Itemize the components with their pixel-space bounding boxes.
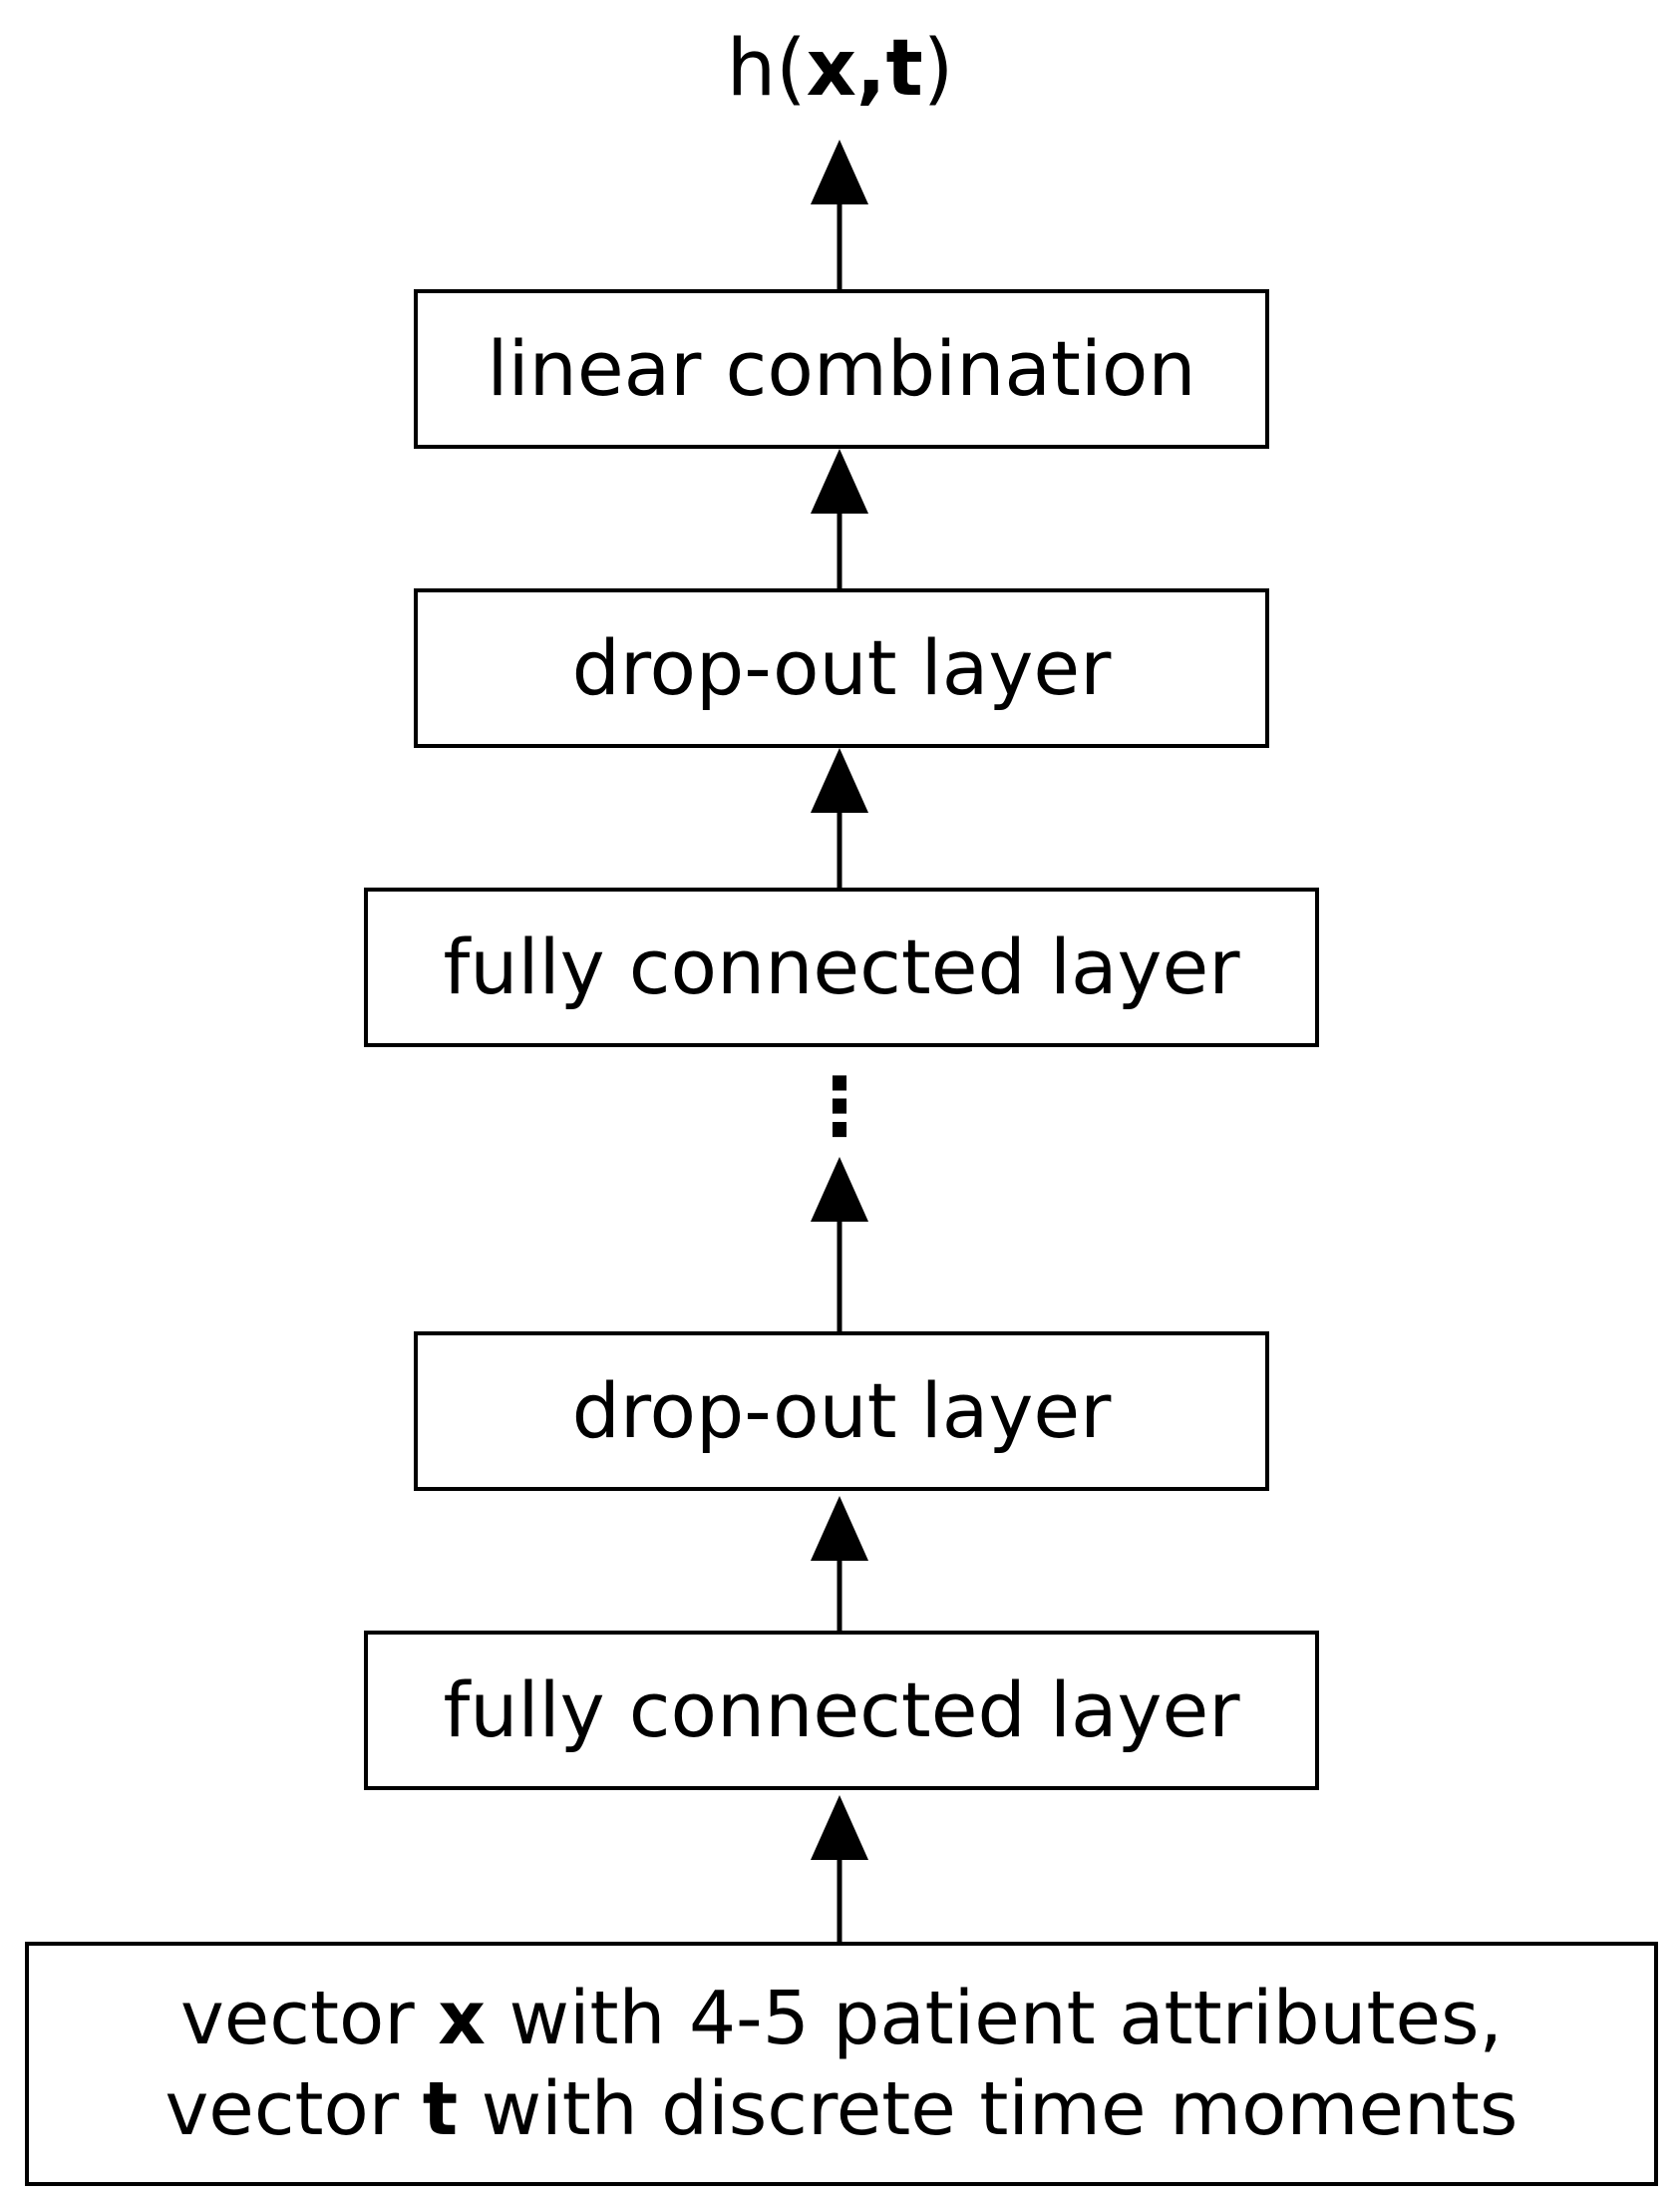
- output-prefix: h(: [726, 24, 807, 114]
- input-line1-pre: vector: [179, 1976, 439, 2062]
- ellipsis-glyph: ⋮: [800, 1060, 879, 1153]
- output-suffix: ): [922, 24, 954, 114]
- arrowhead-to-dropout-top: [811, 748, 868, 813]
- fully-connected-layer-top-box: fully connected layer: [364, 888, 1319, 1047]
- dropout-layer-top-label: drop-out layer: [571, 623, 1112, 712]
- input-line2-post: with discrete time moments: [458, 2065, 1518, 2152]
- fully-connected-layer-bottom-box: fully connected layer: [364, 1631, 1319, 1790]
- arrowhead-to-ellipsis: [811, 1157, 868, 1222]
- linear-combination-box: linear combination: [414, 289, 1269, 449]
- input-vector-t: t: [422, 2065, 459, 2152]
- linear-combination-label: linear combination: [487, 324, 1196, 413]
- input-line2-pre: vector: [165, 2065, 423, 2152]
- output-comma: ,: [855, 24, 886, 114]
- arrowhead-to-dropout-bottom: [811, 1496, 868, 1561]
- input-line-x: vector x with 4-5 patient attributes,: [180, 1974, 1503, 2063]
- dropout-layer-top-box: drop-out layer: [414, 588, 1269, 748]
- arrowhead-to-linear-combination: [811, 449, 868, 514]
- input-line-t: vector t with discrete time moments: [166, 2064, 1518, 2154]
- input-line1-post: with 4-5 patient attributes,: [485, 1976, 1504, 2062]
- dropout-layer-bottom-label: drop-out layer: [571, 1366, 1112, 1455]
- arrowhead-to-fully-connected-bottom: [811, 1795, 868, 1860]
- arrowhead-to-output: [811, 140, 868, 204]
- dropout-layer-bottom-box: drop-out layer: [414, 1331, 1269, 1491]
- output-label: h(x,t): [0, 30, 1680, 108]
- fully-connected-layer-bottom-label: fully connected layer: [443, 1665, 1240, 1754]
- output-t: t: [885, 24, 923, 114]
- ellipsis: ⋮: [800, 1057, 879, 1157]
- input-vectors-box: vector x with 4-5 patient attributes, ve…: [25, 1942, 1658, 2186]
- input-vector-x: x: [438, 1976, 486, 2062]
- fully-connected-layer-top-label: fully connected layer: [443, 922, 1240, 1011]
- output-x: x: [806, 24, 856, 114]
